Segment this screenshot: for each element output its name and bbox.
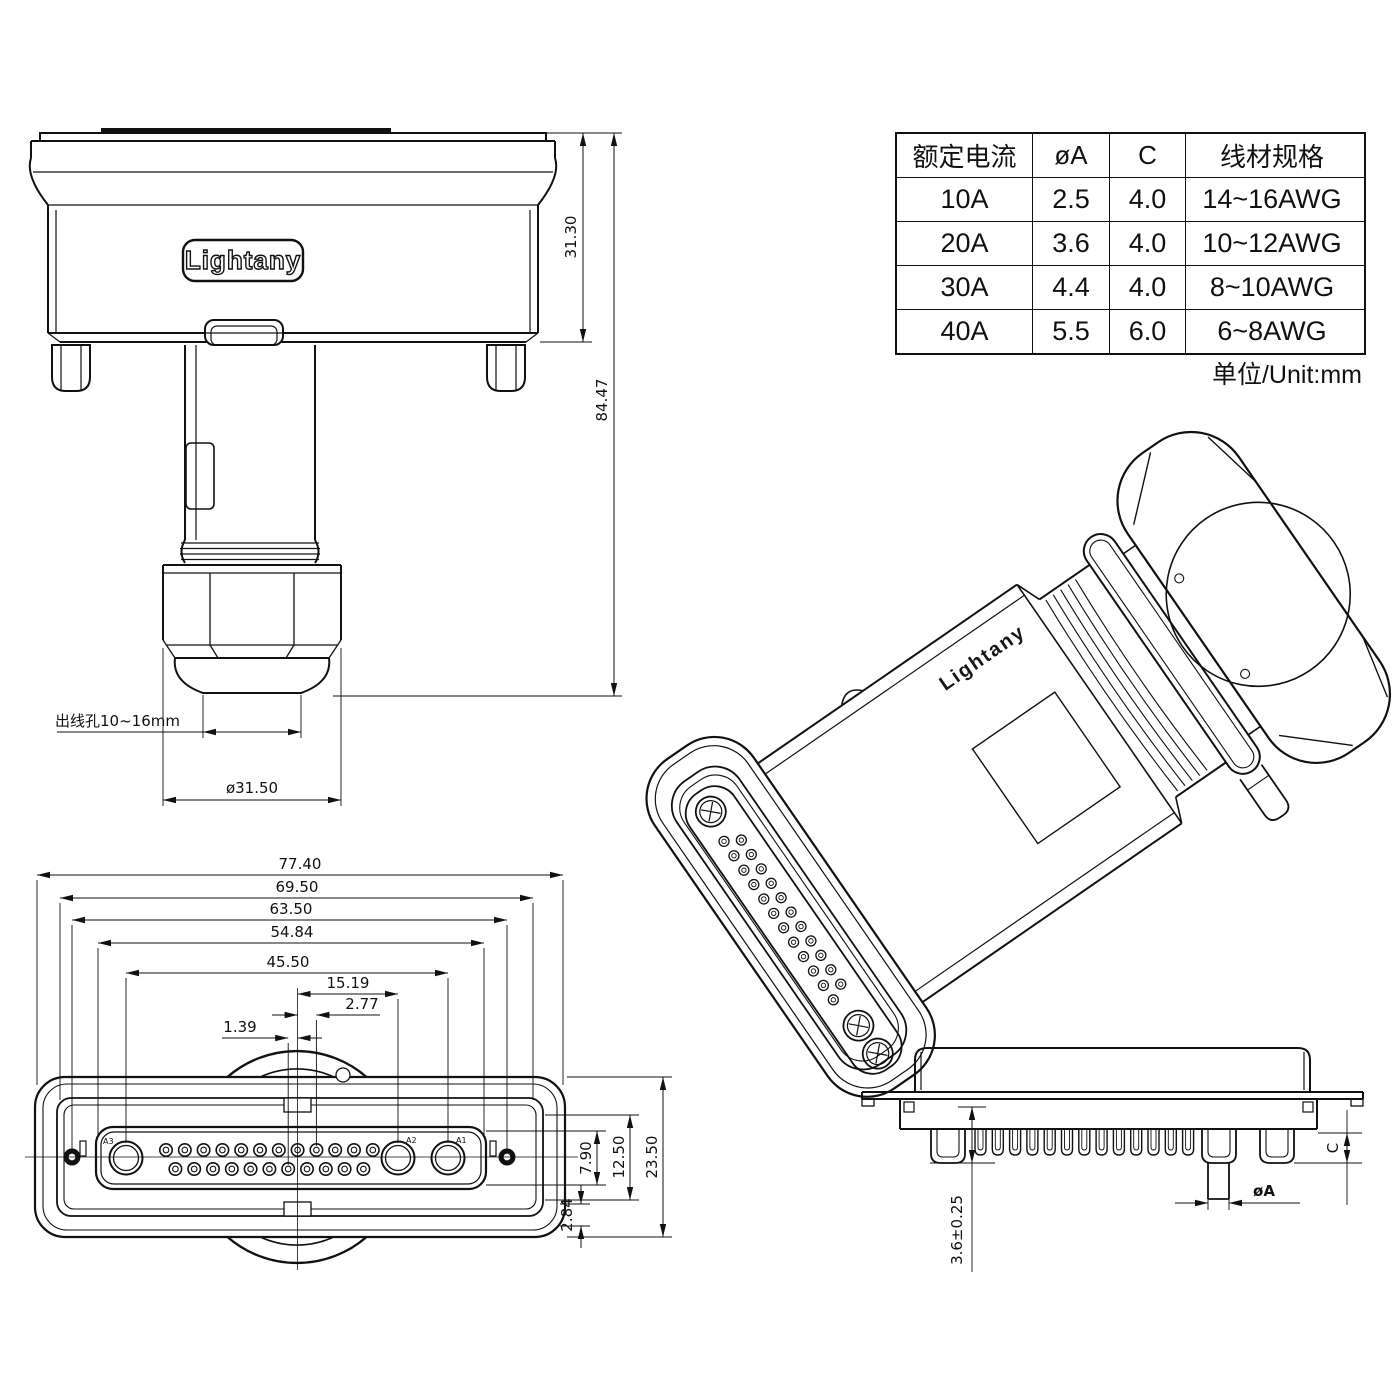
dim-total-height: 84.47 xyxy=(593,379,611,422)
dim-h-1250: 12.50 xyxy=(610,1136,628,1179)
cell-dia: 3.6 xyxy=(1032,222,1109,265)
cell-current: 30A xyxy=(940,272,989,302)
header-rated-current: 额定电流 xyxy=(912,142,1017,172)
mating-face-edge xyxy=(101,128,391,134)
dim-w-1519: 15.19 xyxy=(327,974,370,992)
seal-dome xyxy=(173,657,331,694)
header-pin-diameter: øA xyxy=(1032,134,1109,177)
isometric-view: Lightany xyxy=(645,430,1392,1098)
dim-w-6950: 69.50 xyxy=(276,878,319,896)
pin-label-a3: A3 xyxy=(103,1137,114,1146)
header-wire-gauge: 线材规格 xyxy=(1185,134,1358,177)
dim-w-277: 2.77 xyxy=(345,995,378,1013)
pin-label-a2: A2 xyxy=(406,1136,417,1145)
mount-foot-right xyxy=(486,344,526,392)
pin-label-a1: A1 xyxy=(456,1136,467,1145)
neck-window xyxy=(185,442,215,510)
dim-w-5484: 54.84 xyxy=(271,923,314,941)
dim-h-790: 7.90 xyxy=(577,1141,595,1174)
spec-table: 额定电流 øA C 线材规格 10A 2.5 4.0 14~16AWG 20A … xyxy=(895,132,1366,355)
spec-table-row: 30A 4.4 4.0 8~10AWG xyxy=(897,265,1364,309)
cell-dia: 4.4 xyxy=(1032,266,1109,309)
spec-table-row: 10A 2.5 4.0 14~16AWG xyxy=(897,177,1364,221)
logo-plate xyxy=(181,238,305,283)
body-latch-bump xyxy=(840,689,864,706)
cell-current: 40A xyxy=(940,316,989,346)
spec-table-header-row: 额定电流 øA C 线材规格 xyxy=(897,134,1364,177)
rear-elevation-view: Lightany 31.30 84.47 ø31.50 出线孔10~16mm xyxy=(28,128,622,806)
cell-c: 4.0 xyxy=(1109,222,1185,265)
cell-awg: 10~12AWG xyxy=(1185,222,1358,265)
cell-c: 4.0 xyxy=(1109,266,1185,309)
dim-cup-length: C xyxy=(1324,1143,1342,1153)
cell-dia: 5.5 xyxy=(1032,310,1109,353)
header-c: C xyxy=(1109,134,1185,177)
dim-tail-length: 3.6±0.25 xyxy=(948,1195,966,1265)
spec-table-row: 20A 3.6 4.0 10~12AWG xyxy=(897,221,1364,265)
cell-c: 4.0 xyxy=(1109,178,1185,221)
cell-current: 10A xyxy=(940,184,989,214)
dim-pin-diameter: øA xyxy=(1253,1182,1275,1200)
cell-awg: 6~8AWG xyxy=(1185,310,1358,353)
side-section-view: 3.6±0.25 øA C xyxy=(861,1047,1364,1272)
gland-cap xyxy=(1116,430,1392,765)
dim-h-284: 2.84 xyxy=(558,1198,576,1231)
spec-table-row: 40A 5.5 6.0 6~8AWG xyxy=(897,309,1364,353)
unit-note: 单位/Unit:mm xyxy=(1211,361,1362,389)
brand-logo: Lightany xyxy=(185,245,301,275)
cell-awg: 8~10AWG xyxy=(1185,266,1358,309)
contact-insert xyxy=(94,1125,488,1191)
dim-w-4550: 45.50 xyxy=(267,953,310,971)
cell-c: 6.0 xyxy=(1109,310,1185,353)
dim-w-139: 1.39 xyxy=(223,1018,256,1036)
cell-dia: 2.5 xyxy=(1032,178,1109,221)
cell-current: 20A xyxy=(940,228,989,258)
label-patch xyxy=(971,691,1122,845)
dim-w-7740: 77.40 xyxy=(279,855,322,873)
front-face-view: A3 A2 A1 77.40 69.50 63.50 54.84 45.50 xyxy=(25,855,672,1270)
mount-foot-left xyxy=(51,344,91,392)
dim-body-height: 31.30 xyxy=(562,216,580,259)
dim-h-2350: 23.50 xyxy=(643,1136,661,1179)
dim-w-6350: 63.50 xyxy=(270,900,313,918)
dim-cable-hole: 出线孔10~16mm xyxy=(55,712,180,730)
dim-gland-diameter: ø31.50 xyxy=(226,779,278,797)
cell-awg: 14~16AWG xyxy=(1185,178,1358,221)
